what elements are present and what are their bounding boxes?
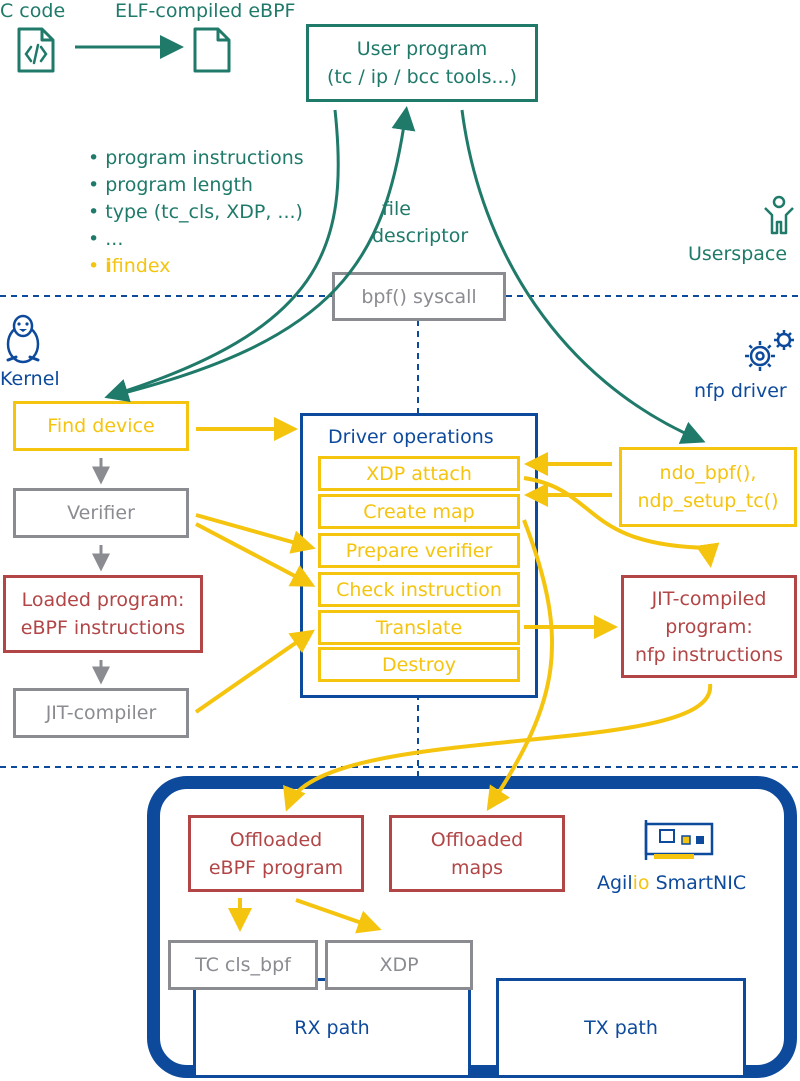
arrow-jit-to-translate (194, 629, 315, 714)
driver-op-label: Prepare verifier (345, 539, 493, 562)
arrow-jit-compiled-to-offloaded-program (283, 683, 713, 812)
driver-op-xdp-attach: XDP attach (318, 456, 520, 491)
kernel-label: Kernel (0, 368, 60, 390)
driver-op-label: Translate (375, 616, 463, 639)
rx-path-label: RX path (294, 1017, 370, 1039)
xdp-label: XDP (379, 954, 419, 976)
nic-card-icon (642, 816, 720, 862)
elf-label: ELF-compiled eBPF (115, 0, 296, 22)
smartnic-brand-label: Agilio SmartNIC (597, 872, 747, 894)
jit-compiled-line2: program: (665, 615, 753, 638)
arrow-user-to-ndo (460, 109, 706, 444)
offloaded-maps-line2: maps (450, 856, 504, 879)
driver-op-create-map: Create map (318, 494, 520, 529)
user-program-box: User program (tc / ip / bcc tools...) (306, 24, 538, 102)
arrow-verifier-to-prepare (195, 513, 316, 554)
arrow-create-map-to-offloaded-maps (486, 519, 555, 812)
loaded-program-line2: eBPF instructions (20, 617, 186, 639)
elf-file-icon (192, 26, 232, 74)
driver-op-label: XDP attach (366, 462, 472, 485)
offloaded-program-box: Offloaded eBPF program (188, 815, 364, 892)
user-program-line1: User program (356, 38, 488, 60)
loaded-program-line1: Loaded program: (21, 589, 185, 611)
offloaded-program-line1: Offloaded (229, 828, 323, 851)
arrow-xdp-attach-to-jit-compiled (523, 476, 720, 568)
tc-cls-bpf-label: TC cls_bpf (195, 954, 291, 976)
driver-operations-title: Driver operations (328, 426, 494, 448)
verifier-box: Verifier (13, 488, 189, 538)
driver-op-check-instruction: Check instruction (318, 572, 520, 607)
find-device-box: Find device (13, 401, 189, 451)
list-item: • type (tc_cls, XDP, ...) (88, 201, 303, 223)
user-person-icon (762, 195, 796, 237)
list-item-ifindex: • ifindex (88, 255, 171, 277)
tc-cls-bpf-box: TC cls_bpf (168, 940, 318, 990)
driver-op-label: Destroy (382, 653, 456, 676)
list-item: • program length (88, 174, 253, 196)
list-item: • ... (88, 228, 124, 250)
gears-icon (742, 328, 798, 374)
xdp-box: XDP (325, 940, 473, 990)
nfp-driver-label: nfp driver (694, 380, 787, 402)
bpf-syscall-box: bpf() syscall (332, 272, 506, 321)
tx-path-label: TX path (584, 1017, 658, 1039)
driver-op-label: Create map (363, 500, 475, 523)
driver-op-destroy: Destroy (318, 647, 520, 682)
find-device-label: Find device (47, 415, 155, 437)
bpf-syscall-label: bpf() syscall (361, 285, 477, 308)
offloaded-program-line2: eBPF program (208, 856, 344, 879)
driver-op-translate: Translate (318, 610, 520, 645)
jit-compiled-program-box: JIT-compiled program: nfp instructions (621, 575, 797, 678)
driver-op-prepare-verifier: Prepare verifier (318, 533, 520, 568)
loaded-program-box: Loaded program: eBPF instructions (3, 575, 203, 653)
user-program-line2: (tc / ip / bcc tools...) (326, 66, 517, 88)
ndo-bpf-line2: ndp_setup_tc() (637, 490, 779, 512)
tx-path-box: TX path (496, 978, 746, 1078)
file-descriptor-label: file descriptor (372, 198, 469, 247)
verifier-label: Verifier (67, 502, 135, 524)
c-code-file-icon (16, 26, 56, 74)
offloaded-maps-line1: Offloaded (430, 828, 524, 851)
arrow-offloaded-to-xdp (295, 898, 382, 934)
arrow-user-to-find-device (104, 109, 340, 403)
ndo-bpf-box: ndo_bpf(), ndp_setup_tc() (619, 447, 797, 527)
ndo-bpf-line1: ndo_bpf(), (659, 462, 757, 484)
offloaded-maps-box: Offloaded maps (389, 815, 565, 892)
jit-compiler-label: JIT-compiler (45, 702, 157, 724)
arrow-fd-to-user (107, 106, 416, 399)
userspace-label: Userspace (688, 243, 788, 265)
driver-op-label: Check instruction (336, 578, 502, 601)
jit-compiler-box: JIT-compiler (13, 688, 189, 738)
bpf-attr-list: • program instructions • program length … (88, 145, 304, 280)
arrow-verifier-to-check (195, 522, 316, 587)
jit-compiled-line1: JIT-compiled (651, 587, 767, 610)
jit-compiled-line3: nfp instructions (634, 643, 784, 666)
list-item: • program instructions (88, 147, 304, 169)
linux-penguin-icon (4, 314, 42, 364)
c-code-label: C code (0, 0, 66, 22)
